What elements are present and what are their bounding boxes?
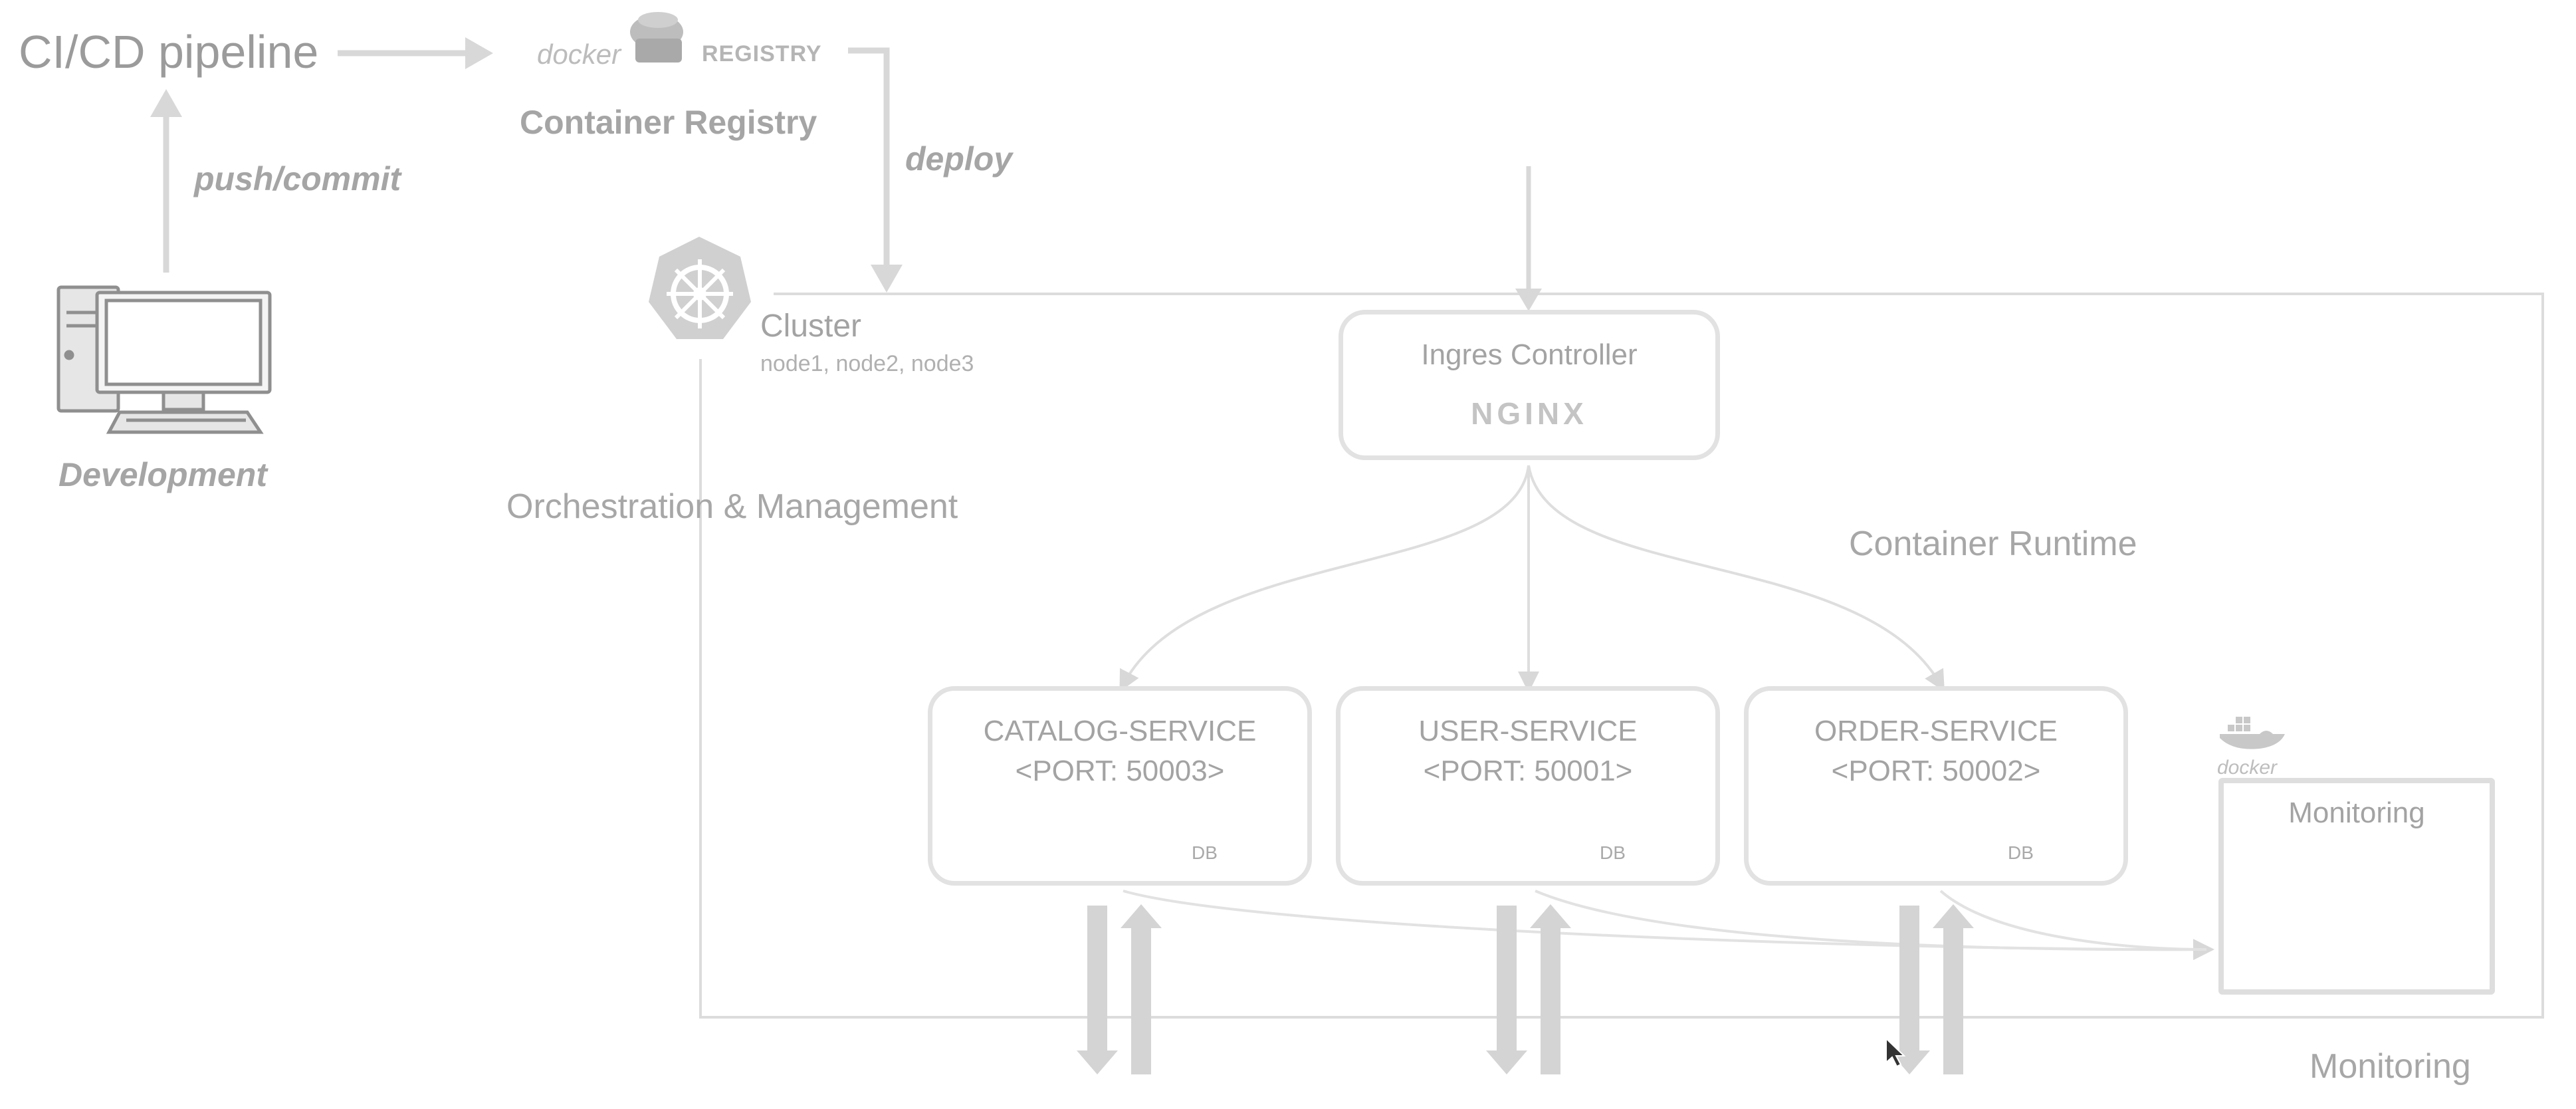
monitoring-footer-label: Monitoring	[2309, 1047, 2471, 1086]
push-commit-label: push/commit	[194, 160, 401, 197]
computer-icon	[56, 285, 272, 434]
ingress-controller-box: Ingres Controller NGINX	[1339, 310, 1720, 460]
db-arrows-catalog	[1077, 904, 1162, 1074]
service-db-label: DB	[1600, 842, 1626, 863]
user-service-box: USER-SERVICE <PORT: 50001> DB	[1336, 686, 1720, 886]
service-db-label: DB	[2008, 842, 2034, 863]
container-runtime-label: Container Runtime	[1849, 525, 2137, 563]
service-name: USER-SERVICE	[1418, 715, 1638, 747]
service-name: ORDER-SERVICE	[1814, 715, 2058, 747]
kubernetes-icon	[649, 237, 751, 339]
docker-small-label: docker	[2217, 757, 2278, 779]
service-port: <PORT: 50003>	[1015, 755, 1225, 787]
db-arrows-user	[1486, 904, 1571, 1074]
cicd-to-registry-arrow	[338, 37, 493, 69]
container-registry-label: Container Registry	[520, 104, 817, 141]
service-port: <PORT: 50001>	[1423, 755, 1633, 787]
service-db-label: DB	[1192, 842, 1218, 863]
monitoring-box-title: Monitoring	[2288, 797, 2425, 829]
cluster-boundary	[699, 293, 2544, 1019]
service-name: CATALOG-SERVICE	[983, 715, 1257, 747]
cluster-nodes-label: node1, node2, node3	[760, 351, 974, 376]
monitoring-box: Monitoring	[2218, 778, 2495, 995]
docker-registry-logo-registry: REGISTRY	[702, 41, 822, 66]
docker-whale-icon	[2220, 717, 2285, 749]
cluster-label: Cluster	[760, 308, 862, 344]
cicd-pipeline-label: CI/CD pipeline	[19, 26, 319, 78]
orchestration-label: Orchestration & Management	[506, 487, 958, 526]
service-port: <PORT: 50002>	[1831, 755, 2041, 787]
push-commit-arrow	[150, 89, 182, 273]
ingress-routing-lines	[1119, 465, 1945, 693]
db-arrows-order	[1889, 904, 1974, 1074]
development-label: Development	[58, 456, 267, 493]
mouse-cursor-icon	[1885, 1037, 1906, 1068]
deploy-arrow	[848, 47, 903, 293]
docker-registry-icon	[630, 12, 683, 62]
ingress-controller-title: Ingres Controller	[1421, 338, 1638, 371]
catalog-service-box: CATALOG-SERVICE <PORT: 50003> DB	[928, 686, 1312, 886]
metrics-lines	[1123, 890, 2214, 961]
docker-registry-logo-docker: docker	[537, 39, 621, 70]
incoming-traffic-arrow	[1515, 166, 1542, 311]
nginx-logo: NGINX	[1471, 396, 1588, 431]
order-service-box: ORDER-SERVICE <PORT: 50002> DB	[1744, 686, 2128, 886]
deploy-label: deploy	[905, 140, 1013, 178]
